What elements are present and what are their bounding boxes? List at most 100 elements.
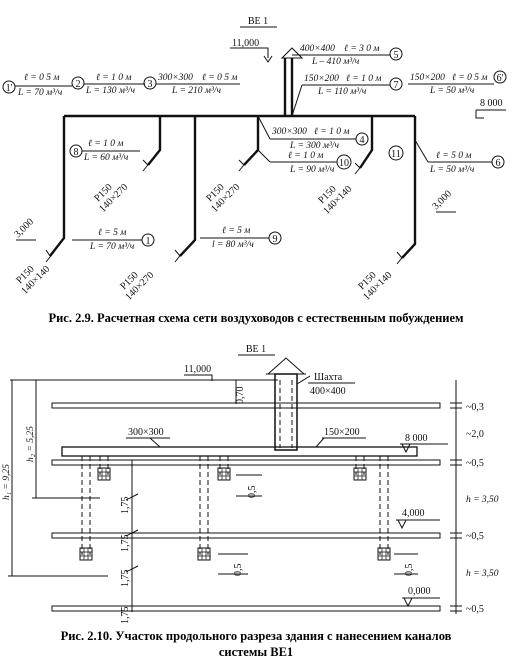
fig2-channels: [81, 456, 389, 555]
svg-text:ℓ = 5 0 м: ℓ = 5 0 м: [436, 151, 471, 161]
fig2-shaft: [274, 373, 298, 451]
svg-text:ℓ = 1 0 м: ℓ = 1 0 м: [314, 127, 349, 137]
svg-text:L = 210 м³/ч: L = 210 м³/ч: [171, 86, 221, 96]
fig1-branch-9: [179, 116, 197, 257]
svg-text:~0,3: ~0,3: [466, 402, 484, 413]
svg-text:ℓ = 3 0 м: ℓ = 3 0 м: [344, 44, 379, 54]
node-3: 3: [148, 79, 153, 90]
fig2-duct1-leader: [149, 437, 161, 448]
svg-text:0,5: 0,5: [404, 564, 415, 577]
svg-text:400×400: 400×400: [300, 44, 335, 54]
svg-text:1,75: 1,75: [120, 570, 131, 588]
grille-icon: [238, 159, 248, 172]
svg-text:ℓ = 5 м: ℓ = 5 м: [222, 226, 250, 236]
fig2-elev-4: 4,000: [402, 508, 425, 519]
svg-text:ℓ = 0 5 м: ℓ = 0 5 м: [24, 73, 59, 83]
fig2-title: ВЕ 1: [246, 344, 266, 355]
grille-icon: [396, 251, 406, 265]
fig1-elev-top-leader: [230, 47, 269, 58]
node-1: 1: [146, 236, 151, 247]
svg-text:~2,0: ~2,0: [466, 429, 484, 440]
svg-text:300×300: 300×300: [271, 127, 307, 137]
grille-label-10: Р150 140×270: [204, 182, 242, 215]
svg-text:0,5: 0,5: [233, 564, 244, 577]
grille-label-8: Р150 140×270: [92, 182, 130, 215]
svg-text:ℓ = 0 5 м: ℓ = 0 5 м: [452, 73, 487, 83]
shaft-cap-icon: [280, 47, 304, 59]
svg-text:ℓ = 0 5 м: ℓ = 0 5 м: [202, 73, 237, 83]
node-11: 11: [391, 149, 401, 160]
svg-text:300×300: 300×300: [157, 73, 193, 83]
svg-text:L – 410 м³/ч: L – 410 м³/ч: [311, 57, 360, 67]
svg-text:150×200: 150×200: [410, 73, 445, 83]
fig2-caption-line1: Рис. 2.10. Участок продольного разреза з…: [61, 629, 452, 643]
grille-icon: [217, 467, 231, 481]
svg-text:150×200: 150×200: [304, 74, 339, 84]
svg-text:3,000: 3,000: [430, 188, 454, 212]
svg-text:1,75: 1,75: [120, 535, 131, 553]
elev-arrow-icon: [403, 597, 413, 608]
grille-icon: [45, 249, 55, 263]
grille-icon: [79, 547, 93, 561]
fig2-duct2: 150×200: [324, 427, 360, 438]
slab-3: [51, 459, 441, 466]
svg-text:L = 50 м³/ч: L = 50 м³/ч: [429, 165, 475, 175]
fig2-h1: h₁ = 9,25: [2, 464, 12, 500]
fig1-elev-top: 11,000: [232, 38, 259, 49]
elev-arrow-icon: [397, 519, 407, 530]
svg-text:L = 110 м³/ч: L = 110 м³/ч: [317, 87, 367, 97]
fig1-nodes: 1' 2 3 5 7 6' 8 4 10 11 6 1 9: [2, 47, 507, 247]
node-4: 4: [360, 135, 365, 146]
fig2-shaft-leader: [296, 375, 311, 385]
node-1p: 1': [6, 83, 13, 94]
grille-icon: [97, 467, 111, 481]
node-8: 8: [74, 147, 79, 158]
grille-icon: [142, 159, 152, 172]
fig2-slabs: [51, 402, 441, 612]
fig2-shaft-size: 400×400: [310, 386, 346, 397]
elev-arrow-icon: [475, 110, 484, 119]
svg-text:L = 300 м³/ч: L = 300 м³/ч: [289, 141, 339, 151]
svg-text:ℓ = 1 0 м: ℓ = 1 0 м: [288, 151, 323, 161]
svg-text:l = 80 м³/ч: l = 80 м³/ч: [212, 240, 254, 250]
grille-label-6: Р150 140×140: [356, 270, 394, 303]
elev-arrow-icon: [401, 443, 411, 454]
svg-text:0,5: 0,5: [247, 486, 258, 499]
svg-text:h = 3,50: h = 3,50: [466, 569, 499, 579]
fig2-h2: h₂ = 5,25: [26, 426, 36, 462]
svg-text:1,75: 1,75: [120, 497, 131, 515]
grille-label-9: Р150 140×270: [118, 270, 156, 303]
grille-icon: [354, 162, 364, 175]
fig2-right-dims: ~0,3 ~2,0 ~0,5 h = 3,50 ~0,5 h = 3,50 ~0…: [450, 402, 499, 615]
slab-roof: [51, 402, 441, 409]
fig2-duct2-leader: [315, 437, 325, 448]
fig2-elev-0: 0,000: [408, 586, 431, 597]
fig1-branch-8: [147, 116, 162, 166]
svg-text:L = 130 м³/ч: L = 130 м³/ч: [85, 86, 135, 96]
node-7: 7: [394, 80, 399, 91]
elev-arrow-icon: [263, 55, 273, 63]
fig1-elev-3-right: 3,000: [430, 188, 454, 212]
svg-text:L = 50 м³/ч: L = 50 м³/ч: [429, 86, 475, 96]
svg-text:L = 70 м³/ч: L = 70 м³/ч: [17, 88, 63, 98]
grille-icon: [353, 467, 367, 481]
svg-text:ℓ = 1 0 м: ℓ = 1 0 м: [96, 73, 131, 83]
node-9: 9: [273, 234, 278, 245]
slab-2: [51, 532, 441, 539]
fig2-dims-05: 0,5 0,5 0,5: [218, 474, 418, 577]
fig1-branch-10: [243, 116, 260, 166]
fig2-dims-175: 1,75 1,75 1,75 1,75: [120, 493, 139, 624]
shaft-cap-icon: [266, 357, 306, 375]
grille-icon: [197, 547, 211, 561]
svg-text:L = 90 м³/ч: L = 90 м³/ч: [289, 165, 335, 175]
svg-text:ℓ = 1 0 м: ℓ = 1 0 м: [88, 139, 123, 149]
fig1-caption: Рис. 2.9. Расчетная схема сети воздухово…: [48, 311, 464, 325]
fig-2-9: ВЕ 1 11,000 Р150 140×140 Р150: [2, 16, 507, 325]
svg-text:ℓ = 5 м: ℓ = 5 м: [98, 228, 126, 238]
fig1-branch-6: [401, 116, 417, 259]
svg-text:ℓ = 1 0 м: ℓ = 1 0 м: [346, 74, 381, 84]
fig-2-10: ВЕ 1 11,000 Шахта 400×400 300×300 150×20…: [2, 344, 499, 659]
svg-text:~0,5: ~0,5: [466, 458, 484, 469]
grille-label-11: Р150 140×140: [316, 184, 354, 217]
